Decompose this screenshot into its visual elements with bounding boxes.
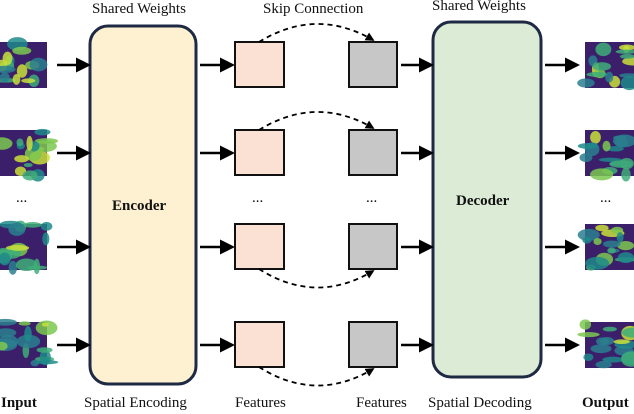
- feature-right-1: [348, 41, 398, 88]
- feature-right-4: [348, 321, 398, 368]
- features-left-label: Features: [235, 395, 286, 411]
- encoder-block: [88, 24, 198, 386]
- input-label: Input: [1, 395, 37, 411]
- feature-left-3: [234, 223, 285, 270]
- output-heatmap-4: [577, 319, 634, 369]
- decoder-block: [431, 20, 543, 379]
- ellipsis-features-right: ...: [366, 190, 378, 206]
- skip-connection-label: Skip Connection: [263, 1, 364, 17]
- ellipsis-input: ...: [16, 190, 28, 206]
- input-heatmap-4: [0, 318, 59, 368]
- feature-left-4: [234, 321, 285, 368]
- features-right-label: Features: [356, 395, 407, 411]
- skip-connection-arc-2: [258, 111, 375, 131]
- spatial-decoding-label: Spatial Decoding: [428, 395, 532, 411]
- skip-connection-arc-1: [258, 23, 375, 43]
- skip-connection-arc-4: [258, 366, 375, 387]
- input-heatmap-3: [0, 220, 53, 275]
- spatial-encoding-label: Spatial Encoding: [84, 395, 187, 411]
- shared-weights-right-label: Shared Weights: [432, 0, 526, 14]
- ellipsis-output: ...: [600, 190, 612, 206]
- skip-connection-arc-3: [258, 268, 375, 289]
- feature-right-3: [348, 223, 398, 270]
- output-heatmap-2: [577, 130, 634, 182]
- output-label: Output: [582, 395, 629, 411]
- output-heatmap-1: [577, 42, 634, 91]
- feature-right-2: [348, 129, 398, 176]
- shared-weights-left-label: Shared Weights: [92, 1, 186, 17]
- input-heatmap-2: [0, 128, 59, 182]
- ellipsis-features-left: ...: [252, 190, 264, 206]
- feature-left-1: [234, 41, 285, 88]
- input-heatmap-1: [0, 37, 48, 88]
- encoder-label: Encoder: [112, 198, 167, 214]
- feature-left-2: [234, 129, 285, 176]
- output-heatmap-3: [577, 224, 634, 271]
- decoder-label: Decoder: [456, 193, 510, 209]
